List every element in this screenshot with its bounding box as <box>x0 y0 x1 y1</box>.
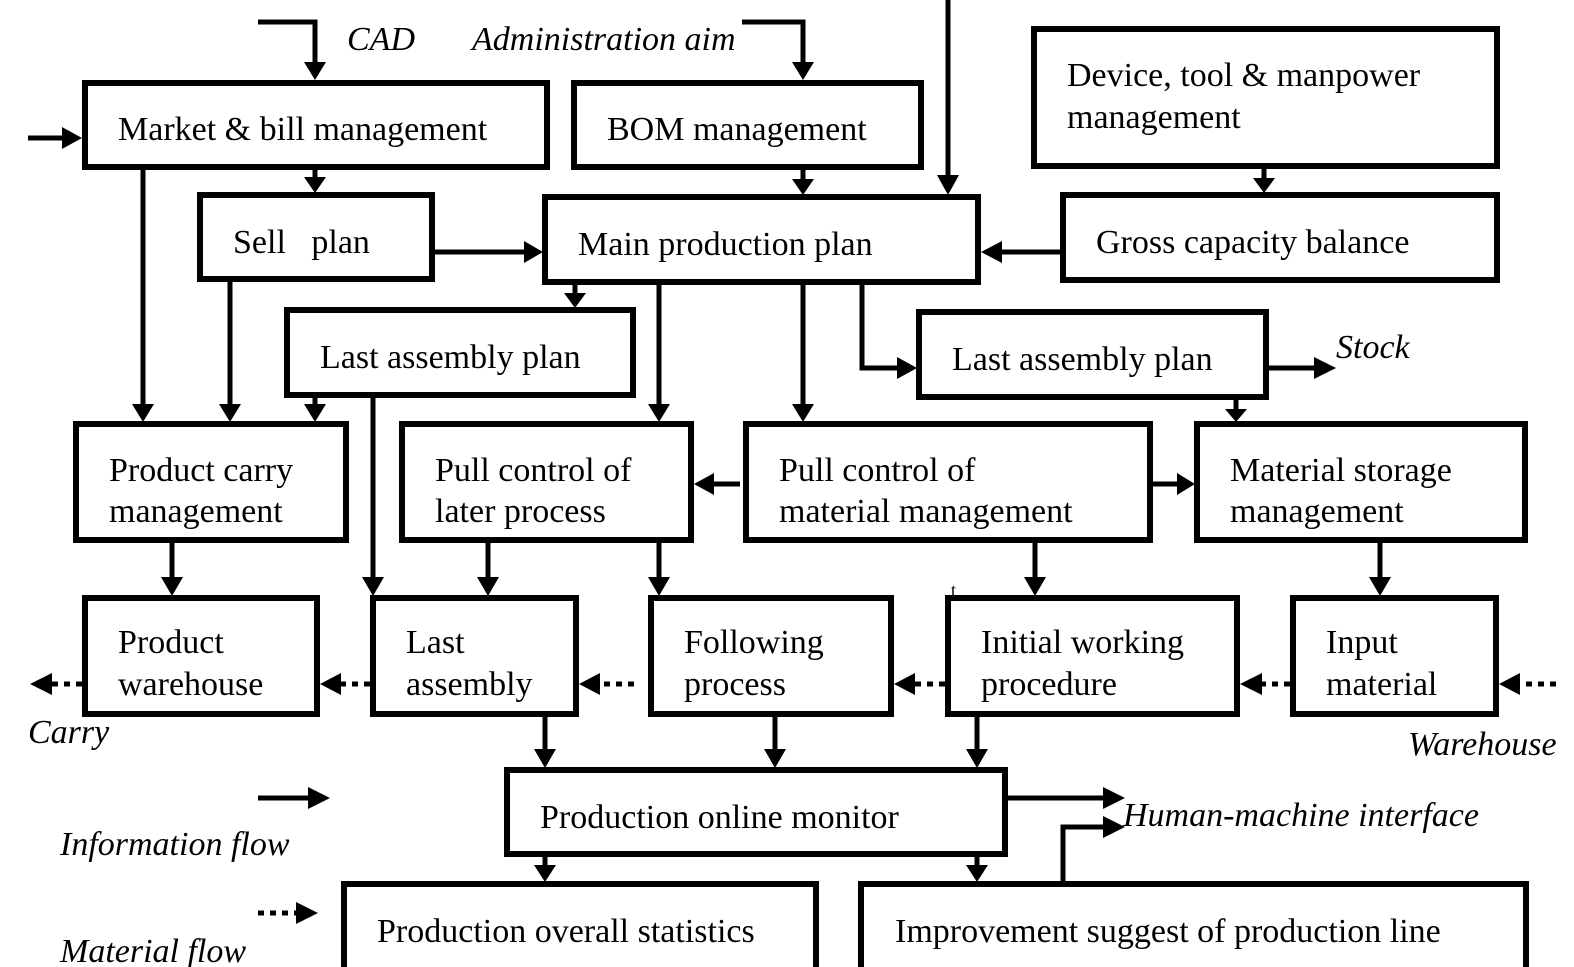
production-overall-statistics-box: Production overall statistics <box>341 881 819 967</box>
carry-label: Carry <box>28 714 110 751</box>
information-flow-arrows <box>28 0 1391 882</box>
production-online-monitor-label: Production online monitor <box>540 799 900 836</box>
gross-capacity-balance-label: Gross capacity balance <box>1096 224 1409 261</box>
market-bill-management-label: Market & bill management <box>118 111 488 148</box>
main-production-plan-box: Main production plan <box>542 194 981 285</box>
stock-label: Stock <box>1336 329 1411 366</box>
sell-plan-label: Sell plan <box>233 224 370 261</box>
improvement-suggest-label: Improvement suggest of production line <box>895 913 1441 950</box>
warehouse-label: Warehouse <box>1408 726 1557 763</box>
human-machine-interface-label: Human-machine interface <box>1122 797 1479 834</box>
cad-label: CAD <box>347 21 415 58</box>
legend-material-flow: Material flow <box>59 902 318 967</box>
legend-information-flow-label: Information flow <box>59 826 290 863</box>
last-assembly-plan-right-label: Last assembly plan <box>952 341 1213 378</box>
legend: Information flow Material flow <box>59 787 330 967</box>
last-assembly-plan-right-box: Last assembly plan <box>916 309 1269 400</box>
production-overall-statistics-label: Production overall statistics <box>377 913 755 950</box>
bom-management-box: BOM management <box>571 80 924 170</box>
gross-capacity-balance-box: Gross capacity balance <box>1060 192 1500 283</box>
last-assembly-plan-left-label: Last assembly plan <box>320 339 581 376</box>
sell-plan-box: Sell plan <box>197 192 435 282</box>
material-flow-arrows <box>30 673 1556 695</box>
main-production-plan-label: Main production plan <box>578 226 873 263</box>
market-bill-management-box: Market & bill management <box>82 80 550 170</box>
production-online-monitor-box: Production online monitor <box>504 767 1008 857</box>
administration-aim-label: Administration aim <box>470 21 736 58</box>
legend-information-flow: Information flow <box>59 787 330 863</box>
bom-management-label: BOM management <box>607 111 867 148</box>
stray-mark: t <box>951 580 956 600</box>
last-assembly-plan-left-box: Last assembly plan <box>284 307 636 398</box>
legend-material-flow-label: Material flow <box>59 933 246 967</box>
improvement-suggest-box: Improvement suggest of production line <box>858 881 1529 967</box>
